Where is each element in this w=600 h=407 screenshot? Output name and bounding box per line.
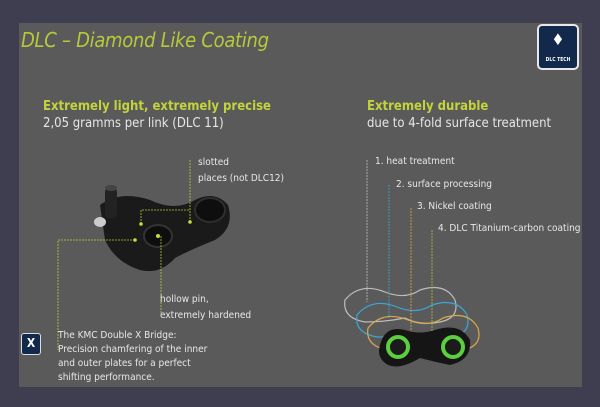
slotted-callout: slotted places (not DLC12) <box>198 155 284 187</box>
layer-callout-lines <box>366 160 433 348</box>
callout-line: The KMC Double X Bridge: <box>58 330 177 341</box>
right-heading: Extremely durable <box>367 99 489 114</box>
chain-link-image <box>94 185 230 272</box>
dlc-chain-link <box>379 327 471 367</box>
callout-line: slotted <box>198 157 229 168</box>
layer-label-4: 4. DLC Titanium-carbon coating <box>438 223 581 234</box>
left-subheading: 2,05 gramms per link (DLC 11) <box>43 116 224 131</box>
layer-label-3: 3. Nickel coating <box>417 201 492 212</box>
badge-label: DLC TECH <box>545 57 571 63</box>
layer-label-2: 2. surface processing <box>396 179 493 190</box>
hollow-pin-callout: hollow pin, extremely hardened <box>160 292 251 324</box>
left-callout-lines <box>57 160 191 350</box>
left-heading: Extremely light, extremely precise <box>43 99 271 114</box>
callout-line: shifting performance. <box>58 372 155 383</box>
callout-dots <box>133 220 192 242</box>
dlc-tech-badge: ♦ DLC TECH <box>537 24 579 70</box>
layer-label-1: 1. heat treatment <box>375 156 455 167</box>
x-bridge-icon: X <box>21 333 41 355</box>
callout-line: places (not DLC12) <box>198 173 285 184</box>
callout-line: Precision chamfering of the inner <box>58 344 208 355</box>
page-title: DLC – Diamond Like Coating <box>21 28 269 52</box>
bridge-callout: The KMC Double X Bridge: Precision chamf… <box>58 329 207 385</box>
callout-line: and outer plates for a perfect <box>58 358 191 369</box>
callout-line: hollow pin, <box>160 294 209 305</box>
right-subheading: due to 4-fold surface treatment <box>367 116 552 131</box>
callout-line: extremely hardened <box>160 310 252 321</box>
diamond-icon: ♦ <box>551 30 565 49</box>
